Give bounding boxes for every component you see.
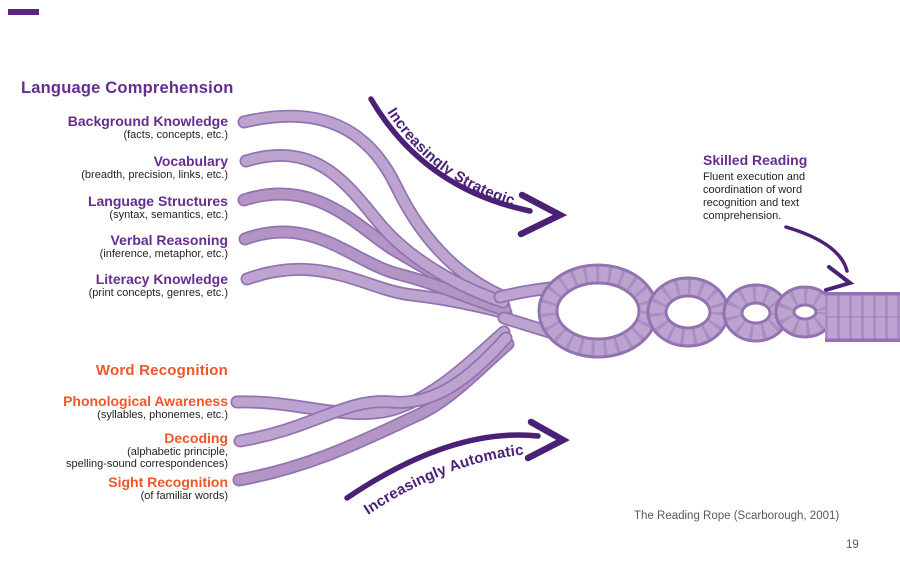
- figure-caption: The Reading Rope (Scarborough, 2001): [634, 510, 840, 522]
- lc-item-sub: (inference, metaphor, etc.): [99, 247, 228, 260]
- lc-item-label: Language Structures: [87, 193, 228, 209]
- word-recognition-heading: Word Recognition: [95, 362, 228, 379]
- skilled-reading-title: Skilled Reading: [703, 152, 808, 168]
- wr-item-sub: (syllables, phonemes, etc.): [97, 408, 228, 421]
- lc-item-sub: (breadth, precision, links, etc.): [81, 168, 228, 181]
- lc-item-label: Vocabulary: [153, 153, 228, 169]
- wr-item-sub: (of familiar words): [140, 489, 228, 502]
- rope-loops: [537, 263, 836, 359]
- slide-accent-bar: [8, 9, 39, 15]
- word-recognition-strands: [230, 325, 515, 487]
- wr-item-sub: (alphabetic principle, spelling-sound co…: [65, 445, 228, 471]
- lc-item-label: Literacy Knowledge: [95, 271, 228, 287]
- skilled-reading-description: Fluent execution and coordination of wor…: [703, 171, 806, 222]
- lc-item-sub: (syntax, semantics, etc.): [109, 208, 228, 221]
- automatic-label: Increasingly Automatic: [361, 442, 525, 519]
- lc-item-sub: (facts, concepts, etc.): [123, 128, 228, 141]
- strategic-arrowhead-icon: [517, 191, 568, 238]
- skilled-reading-arrow: [784, 225, 855, 292]
- language-comprehension-strands: [237, 109, 513, 320]
- lc-item-sub: (print concepts, genres, etc.): [88, 286, 228, 299]
- lc-item-label: Verbal Reasoning: [110, 232, 228, 248]
- lc-item-verbal-reasoning: Verbal Reasoning (inference, metaphor, e…: [0, 233, 228, 260]
- wr-item-phonological-awareness: Phonological Awareness (syllables, phone…: [0, 394, 228, 421]
- wr-item-label: Decoding: [164, 430, 228, 446]
- lc-item-background-knowledge: Background Knowledge (facts, concepts, e…: [0, 114, 228, 141]
- lc-item-label: Background Knowledge: [67, 113, 228, 129]
- skilled-reading-arrowhead-icon: [824, 265, 855, 292]
- automatic-arrowhead-icon: [524, 418, 570, 462]
- lc-item-literacy-knowledge: Literacy Knowledge (print concepts, genr…: [0, 272, 228, 299]
- page-number: 19: [846, 539, 859, 551]
- wr-item-decoding: Decoding (alphabetic principle, spelling…: [0, 431, 228, 471]
- wr-item-label: Sight Recognition: [108, 474, 228, 490]
- language-comprehension-heading: Language Comprehension: [21, 79, 234, 97]
- wr-item-sight-recognition: Sight Recognition (of familiar words): [0, 475, 228, 502]
- lc-item-vocabulary: Vocabulary (breadth, precision, links, e…: [0, 154, 228, 181]
- strategic-arrow: Increasingly Strategic: [368, 96, 568, 238]
- wr-item-label: Phonological Awareness: [63, 393, 228, 409]
- lc-item-language-structures: Language Structures (syntax, semantics, …: [0, 194, 228, 221]
